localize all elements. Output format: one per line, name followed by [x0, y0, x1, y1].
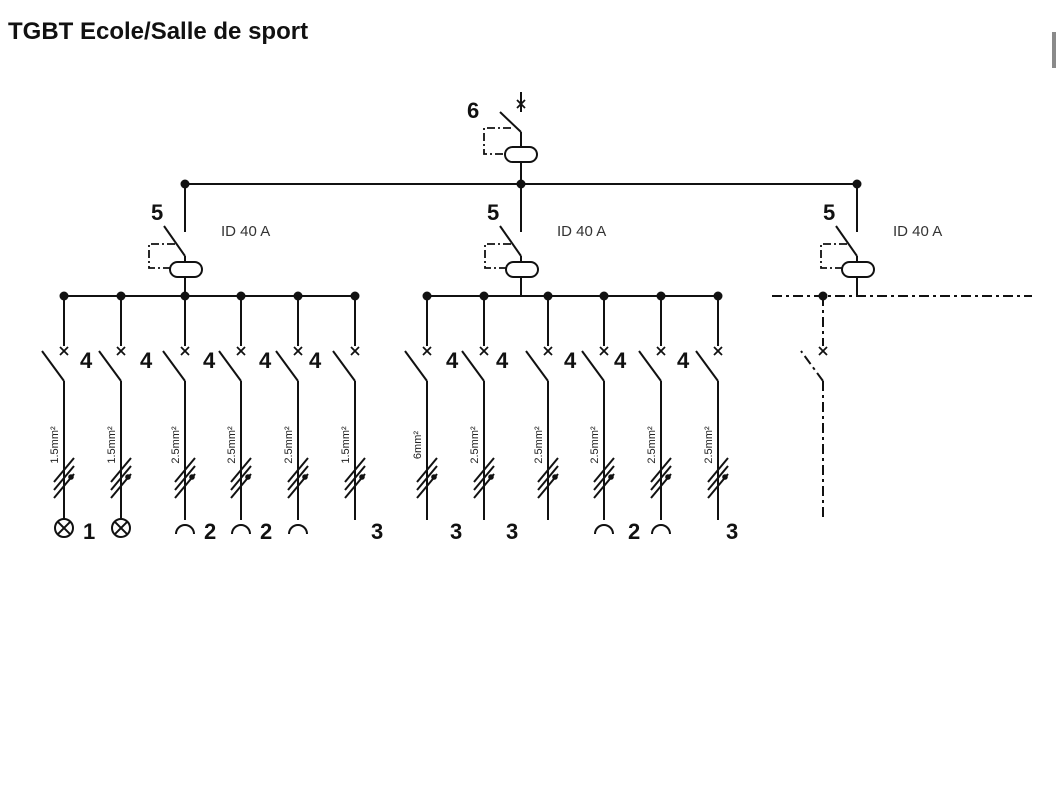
load-label: 3 [506, 519, 518, 544]
socket-icon [175, 524, 195, 535]
cable-conductor-icon [110, 457, 132, 499]
cable-section-label: 2.5mm² [533, 426, 545, 464]
load-label: 2 [628, 519, 640, 544]
cable-section-label: 2.5mm² [469, 426, 481, 464]
differential-breaker-1 [148, 214, 203, 278]
cable-section-label: 1.5mm² [340, 426, 352, 464]
cable-conductor-icon [473, 457, 495, 499]
main-breaker-coil-icon [504, 146, 538, 163]
cable-conductor-icon [707, 457, 729, 499]
breaker-trip-icon [116, 346, 126, 356]
lamp-icon [54, 518, 74, 538]
reserve-circuit [800, 296, 828, 520]
circuit-1-5: 2.5mm² 4 [275, 291, 322, 520]
breaker-number: 4 [309, 348, 322, 373]
breaker-number: 4 [203, 348, 216, 373]
socket-icon [594, 524, 614, 535]
socket-icon [288, 524, 308, 535]
circuit-2-2: 2.5mm² 4 3 [461, 291, 518, 544]
breaker-number: 4 [677, 348, 690, 373]
circuit-2-6: 2.5mm² 3 [695, 291, 738, 544]
cable-conductor-icon [650, 457, 672, 499]
breaker-trip-icon [599, 346, 609, 356]
differential-breaker-number: 5 [823, 200, 835, 225]
cable-section-label: 2.5mm² [589, 426, 601, 464]
cable-section-label: 1.5mm² [49, 426, 61, 464]
load-label: 2 [204, 519, 216, 544]
main-breaker-number: 6 [467, 98, 479, 123]
differential-breaker-number: 5 [487, 200, 499, 225]
cable-conductor-icon [287, 457, 309, 499]
breaker-trip-icon [422, 346, 432, 356]
cable-conductor-icon [344, 457, 366, 499]
differential-breaker-rating: ID 40 A [557, 223, 606, 240]
cable-conductor-icon [174, 457, 196, 499]
reserve-breaker-trip-icon [818, 346, 828, 356]
differential-breaker-rating: ID 40 A [893, 223, 942, 240]
circuit-1-1: 1.5mm² 4 1 [41, 291, 95, 544]
breaker-trip-icon [713, 346, 723, 356]
socket-icon [651, 524, 671, 535]
breaker-number: 4 [446, 348, 459, 373]
circuit-2-4: 2.5mm² 4 2 [581, 291, 640, 544]
scrollbar-thumb[interactable] [1052, 32, 1056, 68]
breaker-trip-icon [479, 346, 489, 356]
circuit-1-2: 1.5mm² 4 [98, 291, 153, 520]
differential-breaker-rating: ID 40 A [221, 223, 270, 240]
breaker-trip-icon [59, 346, 69, 356]
cable-section-label: 2.5mm² [170, 426, 182, 464]
breaker-trip-icon [293, 346, 303, 356]
circuit-1-3: 2.5mm² 4 2 [162, 291, 216, 544]
socket-icon [231, 524, 251, 535]
cable-section-label: 1.5mm² [106, 426, 118, 464]
breaker-number: 4 [140, 348, 153, 373]
cable-conductor-icon [53, 457, 75, 499]
breaker-trip-icon [543, 346, 553, 356]
load-label: 3 [371, 519, 383, 544]
main-breaker [483, 92, 538, 184]
load-label: 2 [260, 519, 272, 544]
load-label: 3 [450, 519, 462, 544]
breaker-number: 4 [614, 348, 627, 373]
breaker-trip-icon [236, 346, 246, 356]
breaker-number: 4 [80, 348, 93, 373]
circuit-2-1: 6mm² 4 3 [404, 291, 462, 544]
breaker-trip-icon [656, 346, 666, 356]
breaker-number: 4 [259, 348, 272, 373]
differential-breaker-number: 5 [151, 200, 163, 225]
cable-section-label: 2.5mm² [646, 426, 658, 464]
load-label: 1 [83, 519, 95, 544]
breaker-trip-icon [180, 346, 190, 356]
breaker-number: 4 [496, 348, 509, 373]
cable-section-label: 2.5mm² [226, 426, 238, 464]
page-title: TGBT Ecole/Salle de sport [8, 18, 309, 45]
cable-conductor-icon [416, 457, 438, 499]
differential-breaker-2 [484, 214, 539, 278]
circuit-1-6: 1.5mm² 3 [332, 291, 383, 544]
main-breaker-trip-icon [516, 99, 526, 109]
circuit-2-5: 2.5mm² 4 [638, 291, 690, 520]
cable-section-label: 2.5mm² [703, 426, 715, 464]
breaker-number: 4 [564, 348, 577, 373]
cable-section-label: 6mm² [412, 431, 424, 459]
circuit-2-3: 2.5mm² 4 [525, 291, 577, 520]
cable-conductor-icon [537, 457, 559, 499]
load-label: 3 [726, 519, 738, 544]
circuit-1-4: 2.5mm² 4 2 [218, 291, 272, 544]
breaker-trip-icon [350, 346, 360, 356]
cable-conductor-icon [593, 457, 615, 499]
cable-section-label: 2.5mm² [283, 426, 295, 464]
lamp-icon [111, 518, 131, 538]
cable-conductor-icon [230, 457, 252, 499]
